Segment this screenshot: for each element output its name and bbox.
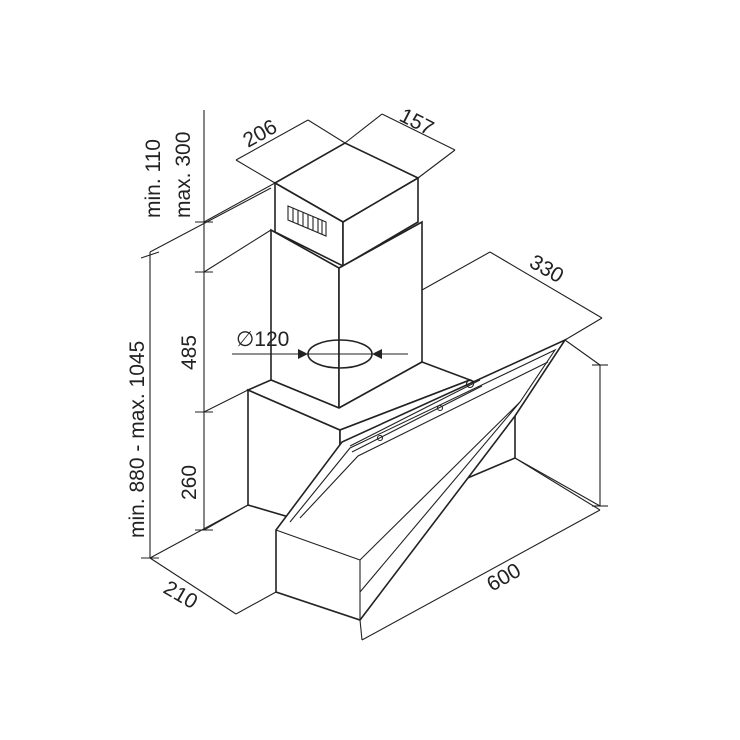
hood-outline <box>245 142 568 621</box>
label-chimney-depth: 157 <box>396 104 438 140</box>
label-chimney-width: 206 <box>239 115 281 152</box>
dimension-lines <box>140 110 608 641</box>
outlet-arrow-right-icon <box>372 349 382 359</box>
label-total-height: min. 880 - max. 1045 <box>126 341 149 538</box>
chimney-upper-side-face <box>342 176 419 268</box>
canopy-inner-frame <box>289 348 557 593</box>
label-canopy-depth: 330 <box>526 250 568 287</box>
label-body-height: 260 <box>178 465 201 500</box>
label-outlet-diameter: ∅120 <box>236 328 289 351</box>
vent-slots-icon <box>287 205 327 237</box>
outlet-arrow-left-icon <box>298 349 308 359</box>
label-extension-max: max. 300 <box>172 132 195 218</box>
label-chimney-height: 485 <box>178 335 201 370</box>
label-body-depth: 210 <box>160 576 202 613</box>
canopy-filter-detail-icon <box>349 379 483 453</box>
label-hood-width: 600 <box>483 559 525 596</box>
label-extension-min: min. 110 <box>142 139 165 218</box>
